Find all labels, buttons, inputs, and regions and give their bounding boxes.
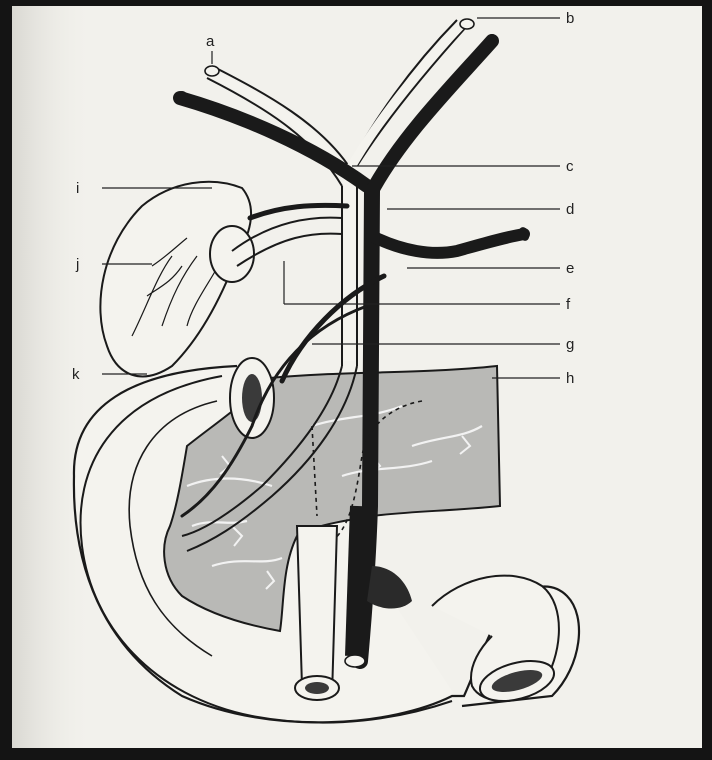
label-i: i: [76, 180, 79, 197]
label-e: e: [566, 260, 574, 277]
biliary-pancreatic-diagram: a b c d e f g h i j k: [12, 6, 702, 748]
label-b: b: [566, 10, 574, 27]
anatomy-figure: a b c d e f g h i j k: [12, 6, 702, 748]
label-a: a: [206, 33, 215, 50]
label-g: g: [566, 336, 574, 353]
label-j: j: [75, 256, 79, 273]
label-h: h: [566, 370, 574, 387]
label-k: k: [72, 366, 80, 383]
label-d: d: [566, 201, 574, 218]
label-c: c: [566, 158, 574, 175]
